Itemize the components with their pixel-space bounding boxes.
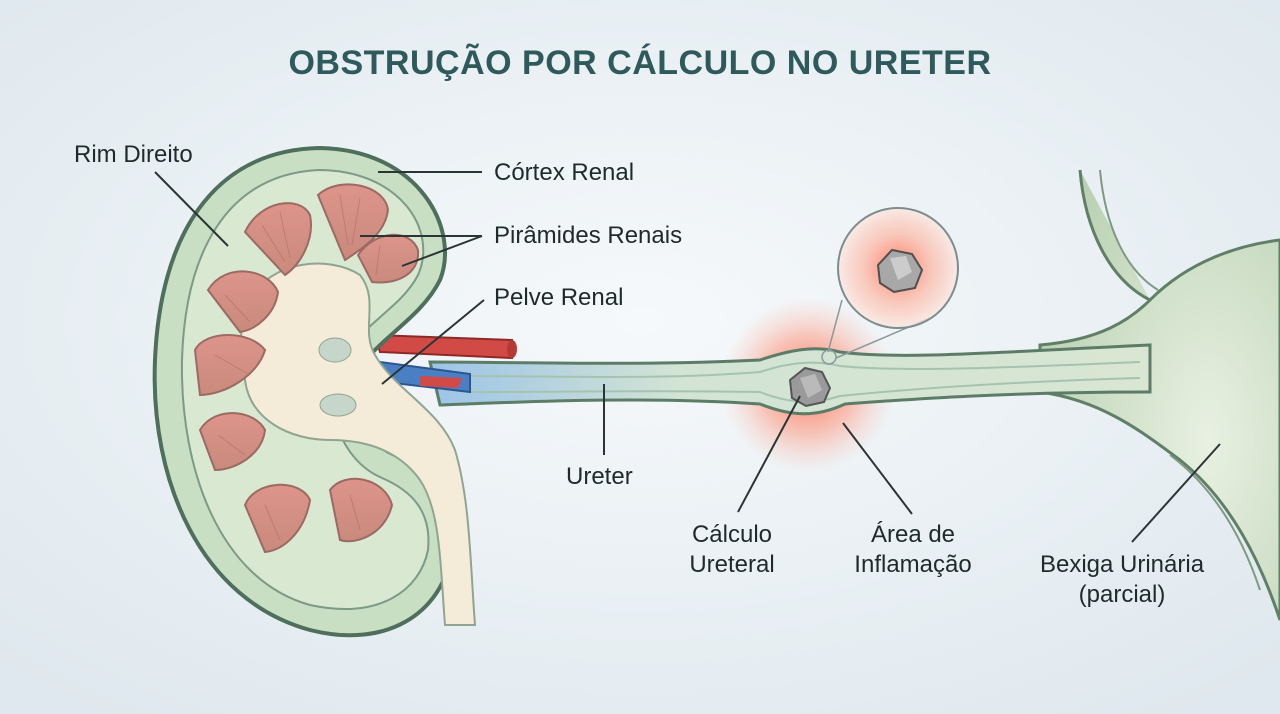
label-inflammation-area: Área de Inflamação xyxy=(854,521,972,578)
right-kidney xyxy=(152,145,477,638)
leader-pelvis xyxy=(381,299,485,385)
leader-pyramids-2 xyxy=(401,235,483,267)
leader-lines xyxy=(154,171,1221,543)
diagram-title: OBSTRUÇÃO POR CÁLCULO NO URETER xyxy=(288,44,992,82)
leader-bladder xyxy=(1131,443,1221,543)
label-ureteral-stone: Cálculo Ureteral xyxy=(689,521,775,578)
leader-kidney xyxy=(154,171,229,247)
renal-vessels xyxy=(373,333,517,394)
label-ureter: Ureter xyxy=(566,463,633,490)
leader-inflammation xyxy=(842,422,913,515)
stone-zoom-inset xyxy=(821,207,959,365)
label-renal-cortex: Córtex Renal xyxy=(494,159,635,186)
leader-stone xyxy=(737,395,801,513)
label-renal-pyramids: Pirâmides Renais xyxy=(494,222,683,249)
label-right-kidney: Rim Direito xyxy=(74,141,193,168)
label-renal-pelvis: Pelve Renal xyxy=(494,284,624,311)
bladder xyxy=(1038,169,1280,621)
renal-pyramids xyxy=(193,183,420,554)
label-bladder: Bexiga Urinária (parcial) xyxy=(1039,551,1205,608)
renal-pelvis xyxy=(240,262,477,626)
